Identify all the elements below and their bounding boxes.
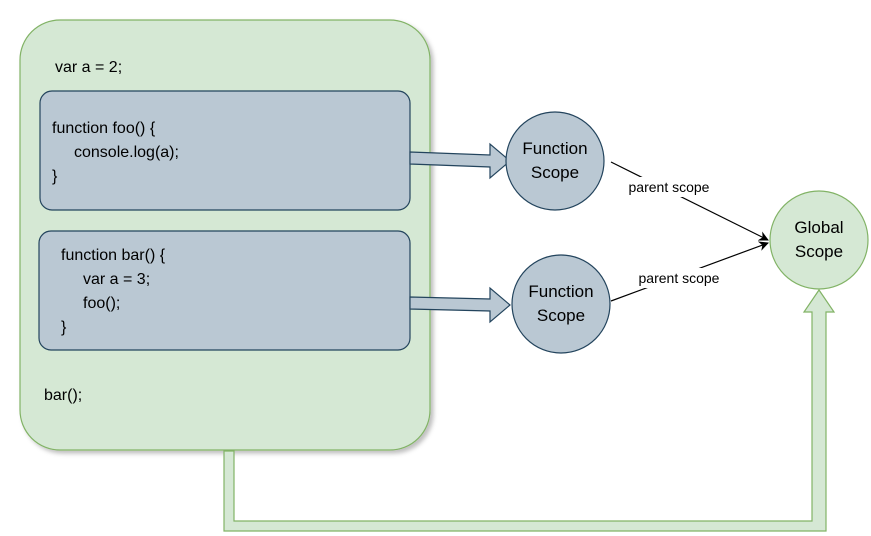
global-top-code: var a = 2;: [55, 59, 122, 76]
foo-edge-label-bg: [614, 177, 724, 197]
bar-code-line-3: foo();: [83, 295, 120, 312]
bar-code-block: [38, 230, 411, 351]
bar-code-line-4: }: [61, 319, 67, 336]
global-block-to-global-scope-arrow: [223, 288, 836, 532]
global-bottom-code: bar();: [44, 387, 82, 404]
bar-to-scope-arrow: [409, 286, 511, 324]
bar-function-scope-circle: [511, 254, 611, 354]
foo-function-scope-label-1: Function: [522, 139, 587, 158]
global-scope-label-1: Global: [794, 218, 843, 237]
bar-edge-label-bg: [624, 268, 734, 288]
bar-code-line-1: function bar() {: [61, 247, 166, 264]
bar-edge-label: parent scope: [639, 270, 720, 286]
foo-scope-parent-edge: [610, 161, 769, 241]
foo-function-scope-circle: [505, 111, 605, 211]
foo-code-line-1: function foo() {: [52, 120, 156, 137]
foo-to-scope-arrow: [409, 142, 511, 180]
foo-code-line-2: console.log(a);: [74, 144, 179, 161]
bar-function-scope-label-1: Function: [528, 282, 593, 301]
global-scope-label-2: Scope: [795, 242, 843, 261]
global-scope-circle: [769, 190, 869, 290]
bar-function-scope-label-2: Scope: [537, 306, 585, 325]
bar-code-line-2: var a = 3;: [83, 271, 150, 288]
foo-code-line-3: }: [52, 168, 58, 185]
foo-code-block: [39, 90, 411, 211]
foo-function-scope-label-2: Scope: [531, 163, 579, 182]
foo-edge-label: parent scope: [629, 179, 710, 195]
